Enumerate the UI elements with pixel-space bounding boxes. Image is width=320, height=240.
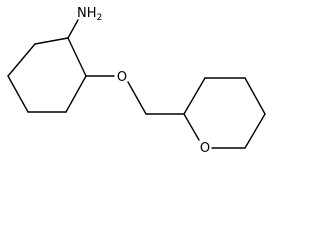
bond-thp-o-c2 xyxy=(183,113,200,141)
bond-thp-c4-c5 xyxy=(244,77,266,115)
bond-c5-c6 xyxy=(7,75,29,113)
bond-c2-c3 xyxy=(67,37,87,77)
bond-c3-c4 xyxy=(65,75,87,113)
bond-c6-c1 xyxy=(7,43,36,77)
amine-hydrogen-count: 2 xyxy=(97,13,103,23)
amine-label: NH2 xyxy=(77,6,102,23)
bond-c1-c2 xyxy=(34,37,69,45)
bond-o-ch2 xyxy=(127,81,147,115)
tetrahydropyran-ring xyxy=(183,77,266,149)
bond-thp-c2-c3 xyxy=(183,77,206,115)
bond-thp-c5-c6 xyxy=(244,113,266,149)
chemical-structure-diagram: NH2 O O xyxy=(7,6,266,155)
ether-oxygen-label: O xyxy=(117,70,127,85)
amine-nitrogen-symbol: N xyxy=(77,6,87,21)
ring-oxygen-label: O xyxy=(200,141,210,155)
bond-c2-n xyxy=(67,19,79,39)
amine-hydrogen-symbol: H xyxy=(87,6,97,21)
cyclohexane-ring xyxy=(7,37,87,113)
